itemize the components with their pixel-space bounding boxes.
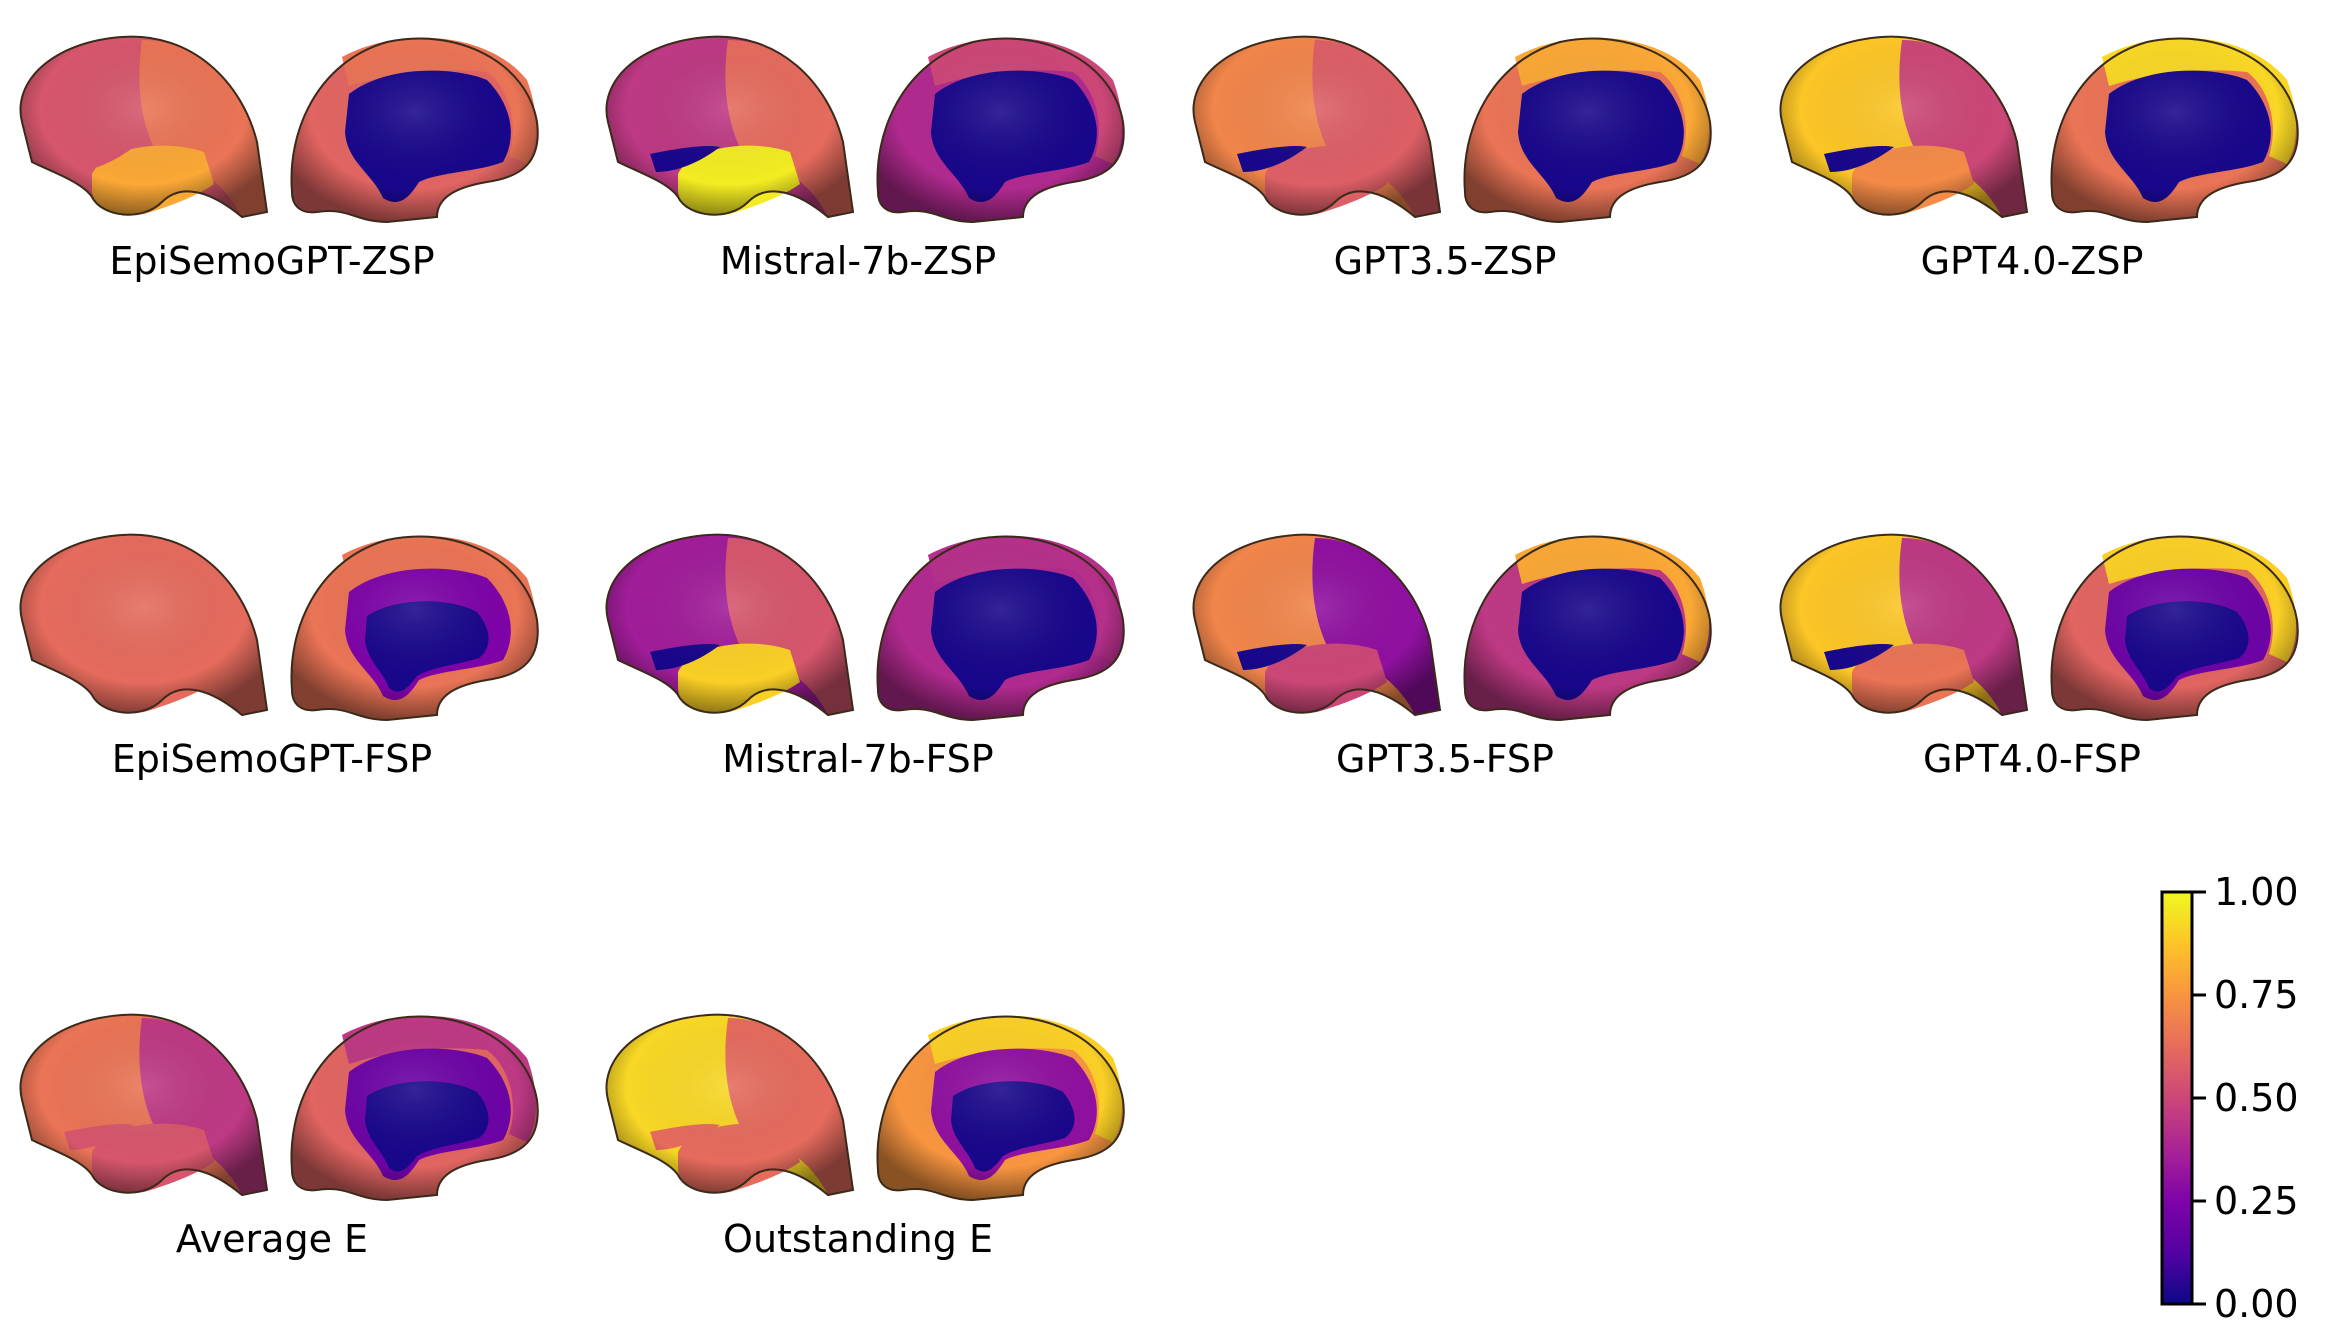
shading (1463, 37, 1712, 224)
lateral-hemisphere (605, 533, 855, 717)
panel-label: Average E (176, 1217, 368, 1261)
panel-label: Mistral-7b-FSP (722, 737, 993, 781)
colorbar-tick-label: 1.00 (2214, 870, 2299, 914)
brain-panel: Mistral-7b-FSP (605, 533, 1125, 781)
shading (19, 35, 269, 219)
lateral-hemisphere (605, 1013, 855, 1197)
shading (290, 37, 539, 224)
brain-panel: Mistral-7b-ZSP (605, 35, 1125, 283)
panel-label: GPT4.0-FSP (1923, 737, 2141, 781)
medial-hemisphere (876, 1015, 1125, 1202)
lateral-hemisphere (1779, 533, 2029, 717)
shading (1192, 35, 1442, 219)
panel-label: Outstanding E (723, 1217, 993, 1261)
medial-hemisphere (876, 535, 1125, 722)
panel-label: Mistral-7b-ZSP (720, 239, 996, 283)
panel-label: EpiSemoGPT-ZSP (109, 239, 434, 283)
medial-hemisphere (1463, 535, 1712, 722)
brain-panel: GPT3.5-ZSP (1192, 35, 1712, 283)
colorbar-tick-label: 0.00 (2214, 1282, 2299, 1326)
shading (1192, 533, 1442, 717)
colorbar-tick-label: 0.25 (2214, 1179, 2299, 1223)
brain-panel: EpiSemoGPT-ZSP (19, 35, 539, 283)
brain-panel: GPT4.0-ZSP (1779, 35, 2299, 283)
lateral-hemisphere (19, 35, 269, 219)
lateral-hemisphere (1779, 35, 2029, 219)
shading (605, 533, 855, 717)
shading (2050, 535, 2299, 722)
colorbar-tick-label: 0.50 (2214, 1076, 2299, 1120)
lateral-hemisphere (605, 35, 855, 219)
colorbar-tick-label: 0.75 (2214, 973, 2299, 1017)
shading (2050, 37, 2299, 224)
medial-hemisphere (1463, 37, 1712, 224)
brain-panel: GPT3.5-FSP (1192, 533, 1712, 781)
shading (876, 535, 1125, 722)
brain-panel: GPT4.0-FSP (1779, 533, 2299, 781)
medial-hemisphere (2050, 37, 2299, 224)
medial-hemisphere (290, 535, 539, 722)
panel-label: EpiSemoGPT-FSP (112, 737, 432, 781)
shading (605, 1013, 855, 1197)
lateral-hemisphere (1192, 533, 1442, 717)
colorbar-gradient (2160, 890, 2194, 1306)
shading (1779, 533, 2029, 717)
shading (19, 533, 269, 717)
medial-hemisphere (290, 1015, 539, 1202)
shading (1463, 535, 1712, 722)
lateral-hemisphere (19, 1013, 269, 1197)
lateral-hemisphere (1192, 35, 1442, 219)
panel-label: GPT3.5-ZSP (1334, 239, 1557, 283)
shading (19, 1013, 269, 1197)
shading (876, 1015, 1125, 1202)
brain-panel: EpiSemoGPT-FSP (19, 533, 539, 781)
shading (290, 535, 539, 722)
colorbar: 0.00 0.25 0.50 0.75 1.00 (2160, 870, 2299, 1326)
shading (290, 1015, 539, 1202)
medial-hemisphere (2050, 535, 2299, 722)
panels: EpiSemoGPT-ZSP Mistral-7b-ZSP GPT3.5-ZSP GP… (19, 35, 2299, 1261)
lateral-hemisphere (19, 533, 269, 717)
panel-label: GPT4.0-ZSP (1921, 239, 2144, 283)
shading (1779, 35, 2029, 219)
shading (876, 37, 1125, 224)
medial-hemisphere (290, 37, 539, 224)
shading (605, 35, 855, 219)
medial-hemisphere (876, 37, 1125, 224)
brain-panel: Average E (19, 1013, 539, 1261)
brain-panel: Outstanding E (605, 1013, 1125, 1261)
panel-label: GPT3.5-FSP (1336, 737, 1554, 781)
